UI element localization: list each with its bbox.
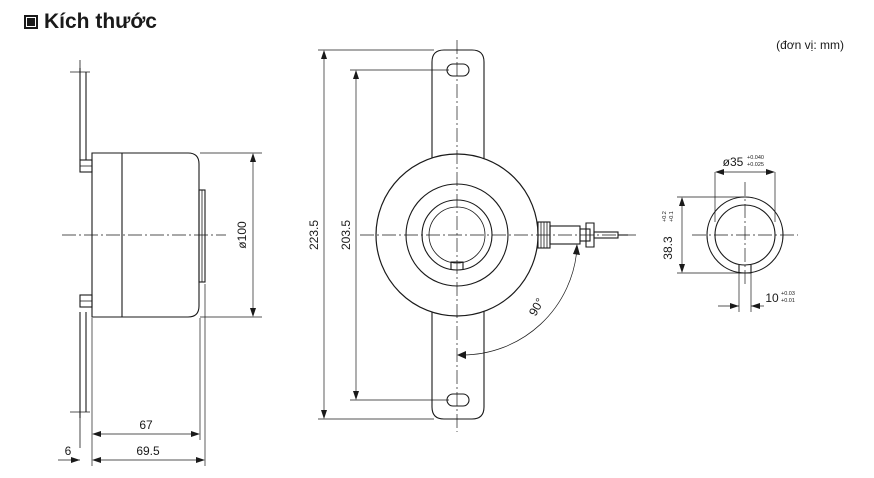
dim-shaft-tol-upper: +0.040 [747, 155, 764, 161]
front-view: 223.5 203.5 90° [307, 40, 636, 432]
dim-keyway-width: 10 [765, 291, 779, 305]
section-title: Kích thước [44, 10, 157, 33]
dim-angle: 90° [526, 295, 547, 318]
square-bullet-icon [24, 15, 38, 29]
dim-keyway-width-tol-lower: +0.01 [781, 298, 795, 304]
dim-shaft-tol-lower: +0.025 [747, 162, 764, 168]
dim-overall-height: 223.5 [307, 220, 321, 250]
dim-diameter-body: ø100 [235, 221, 249, 249]
dim-depth-body: 67 [139, 418, 153, 432]
dim-keyway-depth: 38.3 [661, 236, 675, 260]
section-header: Kích thước [24, 10, 157, 34]
dim-hole-pitch: 203.5 [339, 220, 353, 250]
dim-depth-total: 69.5 [136, 444, 160, 458]
side-view: ø100 67 69.5 6 [58, 60, 262, 466]
dim-keyway-depth-tol-lower: +0.1 [669, 211, 675, 222]
dim-keyway-depth-tol-upper: +0.2 [662, 211, 668, 222]
unit-note: (đơn vị: mm) [776, 38, 844, 52]
dim-shaft-diameter: ø35 [723, 155, 744, 169]
dim-keyway-width-tol-upper: +0.03 [781, 291, 795, 297]
shaft-detail: ø35 +0.040 +0.025 38.3 +0.2 +0.1 10 +0.0… [661, 155, 798, 312]
dim-flange: 6 [65, 444, 72, 458]
